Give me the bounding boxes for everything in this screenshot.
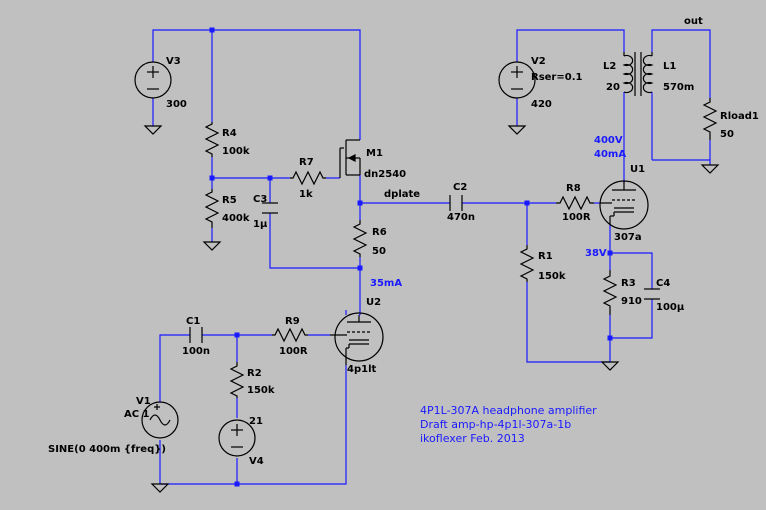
inductor-l1: L1 570m (642, 52, 694, 94)
voltage-source-v4: 21 V4 (218, 416, 264, 467)
v4-value: 21 (249, 416, 263, 427)
resistor-r6: R6 50 (352, 220, 387, 257)
u2-value: 4p1lt (347, 364, 377, 375)
v1-value: AC 1 (124, 409, 150, 420)
tube-u2: U2 4p1lt (330, 297, 384, 375)
tube-u1: U1 307a (599, 164, 649, 243)
voltage-source-v1: V1 AC 1 SINE(0 400m {freq}) (48, 396, 179, 455)
l1-name: L1 (663, 61, 676, 72)
note-line-2: Draft amp-hp-4p1l-307a-1b (420, 418, 571, 431)
r4-value: 100k (222, 146, 250, 157)
annotation-u1-voltage: 400V (594, 135, 623, 146)
r7-value: 1k (299, 189, 313, 200)
resistor-r1: R1 150k (519, 245, 566, 282)
resistor-r3: R3 910 (602, 270, 642, 315)
net-label-out: out (684, 16, 703, 27)
v1-source: SINE(0 400m {freq}) (48, 444, 166, 455)
annotation-u1-current: 40mA (594, 149, 626, 160)
mosfet-m1: M1 dn2540 (339, 139, 406, 180)
r5-value: 400k (222, 213, 250, 224)
inductor-l2: L2 20 (603, 52, 634, 94)
resistor-r5: R5 400k (204, 189, 250, 228)
r2-value: 150k (247, 385, 275, 396)
l1-value: 570m (663, 82, 694, 93)
u2-name: U2 (366, 297, 381, 308)
r1-name: R1 (538, 251, 553, 262)
c4-value: 100µ (656, 302, 685, 313)
capacitor-c1: C1 100n (182, 316, 210, 357)
capacitor-c2: C2 470n (447, 182, 475, 223)
v2-value: 420 (531, 99, 552, 110)
r8-value: 100R (562, 212, 591, 223)
v2-name: V2 (531, 56, 546, 67)
rload-value: 50 (720, 129, 734, 140)
c3-name: C3 (253, 194, 267, 205)
r7-name: R7 (299, 157, 314, 168)
u1-value: 307a (614, 232, 642, 243)
c2-value: 470n (447, 212, 475, 223)
junctions (209, 27, 613, 487)
u1-name: U1 (630, 164, 645, 175)
c4-name: C4 (656, 278, 670, 289)
note-line-1: 4P1L-307A headphone amplifier (420, 404, 597, 417)
voltage-source-v2: V2 Rser=0.1 420 (498, 56, 583, 110)
transformer-core (634, 52, 642, 96)
c2-name: C2 (453, 182, 467, 193)
v1-name: V1 (136, 396, 151, 407)
m1-value: dn2540 (364, 169, 406, 180)
resistor-r2: R2 150k (229, 362, 275, 398)
resistor-rload1: Rload1 50 (702, 98, 759, 140)
c3-value: 1µ (253, 219, 268, 230)
r8-name: R8 (566, 183, 581, 194)
annotation-cathode-voltage: 38V (585, 248, 607, 259)
c1-value: 100n (182, 346, 210, 357)
r1-value: 150k (538, 271, 566, 282)
v2-param: Rser=0.1 (531, 72, 583, 83)
resistor-r4: R4 100k (204, 122, 250, 157)
rload-name: Rload1 (720, 111, 759, 122)
r9-value: 100R (279, 346, 308, 357)
c1-name: C1 (186, 316, 200, 327)
capacitor-c4: C4 100µ (644, 278, 685, 313)
r4-name: R4 (222, 128, 237, 139)
schematic-notes: 4P1L-307A headphone amplifier Draft amp-… (420, 404, 597, 445)
v3-name: V3 (166, 56, 181, 67)
resistor-r8: R8 100R (556, 183, 594, 223)
r3-value: 910 (621, 296, 642, 307)
net-label-dplate: dplate (384, 189, 420, 200)
voltage-source-v3: V3 300 (134, 56, 187, 110)
v3-value: 300 (166, 99, 187, 110)
r6-name: R6 (372, 227, 387, 238)
r5-name: R5 (222, 195, 237, 206)
r2-name: R2 (247, 368, 262, 379)
ground-symbols (143, 125, 720, 493)
r3-name: R3 (621, 278, 636, 289)
r6-value: 50 (372, 246, 386, 257)
m1-name: M1 (366, 148, 383, 159)
note-line-3: ikoflexer Feb. 2013 (420, 432, 525, 445)
r9-name: R9 (285, 316, 300, 327)
capacitor-c3: C3 1µ (253, 194, 278, 230)
v4-name: V4 (249, 456, 264, 467)
l2-value: 20 (606, 82, 620, 93)
resistor-r9: R9 100R (272, 316, 308, 357)
annotation-u2-current: 35mA (370, 278, 402, 289)
resistor-r7: R7 1k (290, 157, 326, 200)
l2-name: L2 (603, 61, 616, 72)
